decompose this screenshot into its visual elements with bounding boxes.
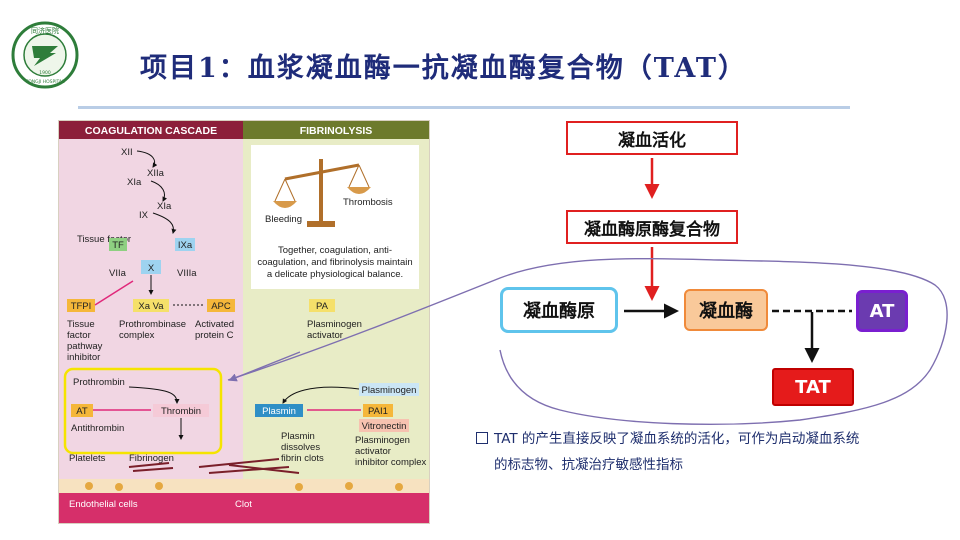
prothrombin-text: Prothrombin (73, 377, 125, 388)
thrombin-box (153, 404, 209, 417)
pai-desc-1: Plasminogen (355, 435, 410, 446)
endothelial-text: Endothelial cells (69, 499, 138, 510)
factor-xia-input: XIa (127, 177, 142, 188)
hand-drawn-loop (227, 257, 948, 426)
note-line-2: 的标志物、抗凝治疗敏感性指标 (494, 457, 683, 473)
plasminogen-box (359, 383, 419, 396)
pai-desc-3: inhibitor complex (355, 457, 427, 468)
x-text: X (148, 263, 155, 274)
xa-va-text: Xa Va (138, 301, 164, 312)
bleeding-text: Bleeding (265, 214, 302, 225)
apc-desc-2: protein C (195, 330, 234, 341)
pa-desc-2: activator (307, 330, 343, 341)
slide-title: 项目1：血浆凝血酶一抗凝血酶复合物（TAT） (140, 53, 747, 84)
platelets-text: Platelets (69, 453, 106, 464)
at-box (71, 404, 93, 417)
fibrinolysis-header: FIBRINOLYSIS (300, 125, 373, 137)
fibrinolysis-header-bar (243, 121, 429, 139)
balance-note-2: coagulation, and fibrinolysis maintain (257, 257, 412, 268)
pai1-box (363, 404, 393, 417)
pa-text: PA (316, 301, 329, 312)
apc-desc-1: Activated (195, 319, 234, 330)
pai-desc-2: activator (355, 446, 391, 457)
tfpi-text: TFPI (71, 301, 92, 312)
ixa-box (175, 238, 195, 251)
factor-xii: XII (121, 147, 133, 158)
prothrombinase-2: complex (119, 330, 155, 341)
cascade-header-bar (59, 121, 243, 139)
logo-year: 1900 (39, 70, 51, 76)
viiia-text: VIIIa (177, 268, 197, 279)
clot-text: Clot (235, 499, 252, 510)
tissue-factor-label: Tissue factor (77, 234, 131, 245)
ixa-text: IXa (178, 240, 193, 251)
balance-scale-icon (273, 159, 371, 227)
tf-text: TF (112, 240, 124, 251)
title-divider (78, 106, 850, 109)
prothrombinase-1: Prothrombinase (119, 319, 186, 330)
plasmin-desc-1: Plasmin (281, 431, 315, 442)
apc-box (207, 299, 235, 312)
apc-text: APC (211, 301, 231, 312)
antithrombin-text: Antithrombin (71, 423, 124, 434)
tfpi-desc-2: factor (67, 330, 91, 341)
tf-box (109, 238, 127, 251)
plasmin-text: Plasmin (262, 406, 296, 417)
fibrinogen-text: Fibrinogen (129, 453, 174, 464)
factor-ix: IX (139, 210, 149, 221)
tfpi-desc-3: pathway (67, 341, 103, 352)
prothrombin-box: 凝血酶原 (500, 287, 618, 333)
thrombin-box: 凝血酶 (684, 289, 768, 331)
vitronectin-text: Vitronectin (362, 421, 407, 432)
tfpi-desc-4: inhibitor (67, 352, 100, 363)
balance-note-3: a delicate physiological balance. (267, 269, 403, 280)
coagulation-activation-box: 凝血活化 (566, 121, 738, 155)
xa-va-box (133, 299, 169, 312)
thrombin-text: Thrombin (161, 406, 201, 417)
at-text: AT (76, 406, 88, 417)
cascade-panel (59, 121, 243, 523)
balance-note-1: Together, coagulation, anti- (278, 245, 392, 256)
plasminogen-text: Plasminogen (362, 385, 417, 396)
factor-xia: XIa (157, 201, 172, 212)
antithrombin-box: AT (856, 290, 908, 332)
logo-subtext: TONGJI HOSPITAL (24, 79, 65, 85)
plasmin-desc-2: dissolves (281, 442, 320, 453)
plasmin-box (255, 404, 303, 417)
tfpi-box (67, 299, 95, 312)
pa-desc-1: Plasminogen (307, 319, 362, 330)
tat-box: TAT (772, 368, 854, 406)
fibrin-strands (128, 458, 300, 474)
x-box (141, 260, 161, 274)
vessel-wall (59, 493, 429, 523)
hospital-logo: 同济医院 TONGJI HOSPITAL 1900 (10, 20, 80, 90)
cascade-header: COAGULATION CASCADE (85, 125, 217, 137)
plasmin-desc-3: fibrin clots (281, 453, 324, 464)
pai1-text: PAI1 (368, 406, 388, 417)
thrombosis-text: Thrombosis (343, 197, 393, 208)
thrombin-highlight-box (63, 367, 223, 455)
prothrombinase-complex-box: 凝血酶原酶复合物 (566, 210, 738, 244)
note-line-1: TAT 的产生直接反映了凝血系统的活化，可作为启动凝血系统 (494, 431, 860, 447)
pa-box (309, 299, 335, 312)
factor-xiia: XIIa (147, 168, 165, 179)
endothelial-layer (59, 479, 429, 493)
vitronectin-box (359, 419, 409, 432)
tat-note: TAT 的产生直接反映了凝血系统的活化，可作为启动凝血系统 的标志物、抗凝治疗敏… (476, 426, 946, 478)
viia-text: VIIa (109, 268, 127, 279)
coagulation-figure: COAGULATION CASCADE FIBRINOLYSIS XII XII… (58, 120, 430, 524)
logo-text: 同济医院 (31, 26, 59, 35)
tfpi-desc-1: Tissue (67, 319, 95, 330)
bullet-square-icon (476, 432, 488, 444)
